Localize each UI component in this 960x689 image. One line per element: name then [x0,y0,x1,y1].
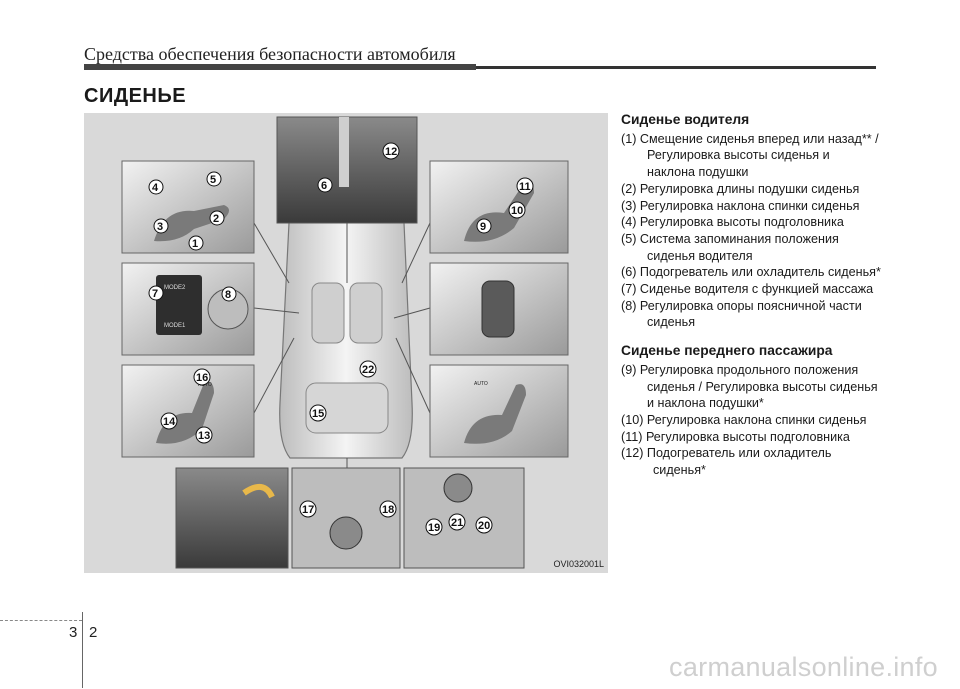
passenger-seat-shape [349,282,383,344]
rear-right-seat-switch-panel [429,364,569,458]
driver-seat-switch [154,205,229,242]
list-item: (6) Подогреватель или охладитель сиденья… [621,265,881,280]
callout-12: 12 [385,146,397,158]
callout-7: 7 [152,288,158,300]
list-item: (5) Система запоминания положения сидень… [621,231,839,263]
watermark: carmanualsonline.info [669,652,938,682]
driver-seat-shape [311,282,345,344]
rear-seat-shape [305,382,389,434]
armrest-arrow-icon [242,484,275,499]
callout-16: 16 [196,372,208,384]
callout-15: 15 [312,408,324,420]
list-item: (7) Сиденье водителя с функцией массажа [621,282,874,297]
list-item: (3) Регулировка наклона спинки сиденья [621,198,860,213]
callout-5: 5 [210,174,216,186]
seat-controls-illustration: MODE2 MODE1 AUTO AUTO 1 2 3 4 5 6 7 8 [121,116,569,569]
rear-right-auto-label: AUTO [474,381,488,387]
figure-code: OVI032001L [553,559,604,569]
callout-13: 13 [198,430,210,442]
list-item: (2) Регулировка длины подушки сиденья [621,181,860,196]
section-title: СИДЕНЬЕ [84,85,187,107]
list-item: (8) Регулировка опоры поясничной части с… [621,298,862,330]
callout-4: 4 [152,182,159,194]
callout-9: 9 [480,221,486,233]
rear-left-auto-label: AUTO [198,382,212,388]
callout-labels: 1 2 3 4 5 6 7 8 9 10 11 12 13 14 15 16 1… [148,142,534,536]
list-item: (10) Регулировка наклона спинки сиденья [621,412,867,427]
driver-seat-heading: Сиденье водителя [621,112,750,127]
connector-lines [253,222,431,468]
mode2-label: MODE2 [164,285,186,291]
footer-dash-rule [0,620,82,621]
passenger-backrest-switch [481,280,515,338]
driver-seat-list: (1) Смещение сиденья вперед или назад** … [621,131,881,331]
callout-3: 3 [157,221,163,233]
callout-14: 14 [163,416,176,428]
driver-seat-switch-panel [121,160,255,254]
list-item: (4) Регулировка высоты подголовника [621,215,844,230]
callout-2: 2 [213,213,219,225]
mode1-label: MODE1 [164,323,186,329]
header-rule [84,64,876,70]
rear-right-seat-switch [464,384,526,444]
callout-10: 10 [511,205,523,217]
list-item: (11) Регулировка высоты подголовника [621,429,850,444]
callout-6: 6 [321,180,327,192]
callout-21: 21 [451,517,463,529]
rear-armrest-panel [175,467,289,569]
page-number-divider [82,612,83,688]
seat-functions-text: Сиденье водителя (1) Смещение сиденья вп… [621,112,881,479]
seat-controls-figure: MODE2 MODE1 AUTO AUTO 1 2 3 4 5 6 7 8 [84,113,608,573]
passenger-seat-switch-panel [429,160,569,254]
list-item: (9) Регулировка продольного положения си… [621,362,878,411]
passenger-seat-heading: Сиденье переднего пассажира [621,343,833,359]
rear-control-dial-right [443,473,473,503]
running-title: Средства обеспечения безопасности автомо… [84,44,456,64]
list-item: (12) Подогреватель или охладитель сидень… [621,446,832,478]
rear-left-seat-switch-panel [121,364,255,458]
callout-1: 1 [192,238,198,250]
gear-lever [339,117,349,187]
page-number: 2 [89,624,98,641]
memory-mode-switch [156,275,202,335]
callout-8: 8 [225,289,231,301]
chapter-number: 3 [69,624,78,641]
callout-20: 20 [478,520,490,532]
passenger-seat-list: (9) Регулировка продольного положения си… [621,362,881,479]
callout-11: 11 [519,181,531,193]
callout-18: 18 [382,504,394,516]
list-item: (1) Смещение сиденья вперед или назад** … [621,131,879,180]
callout-22: 22 [362,364,374,376]
callout-19: 19 [428,522,440,534]
callout-17: 17 [302,504,314,516]
rear-control-dial-left [329,516,363,550]
